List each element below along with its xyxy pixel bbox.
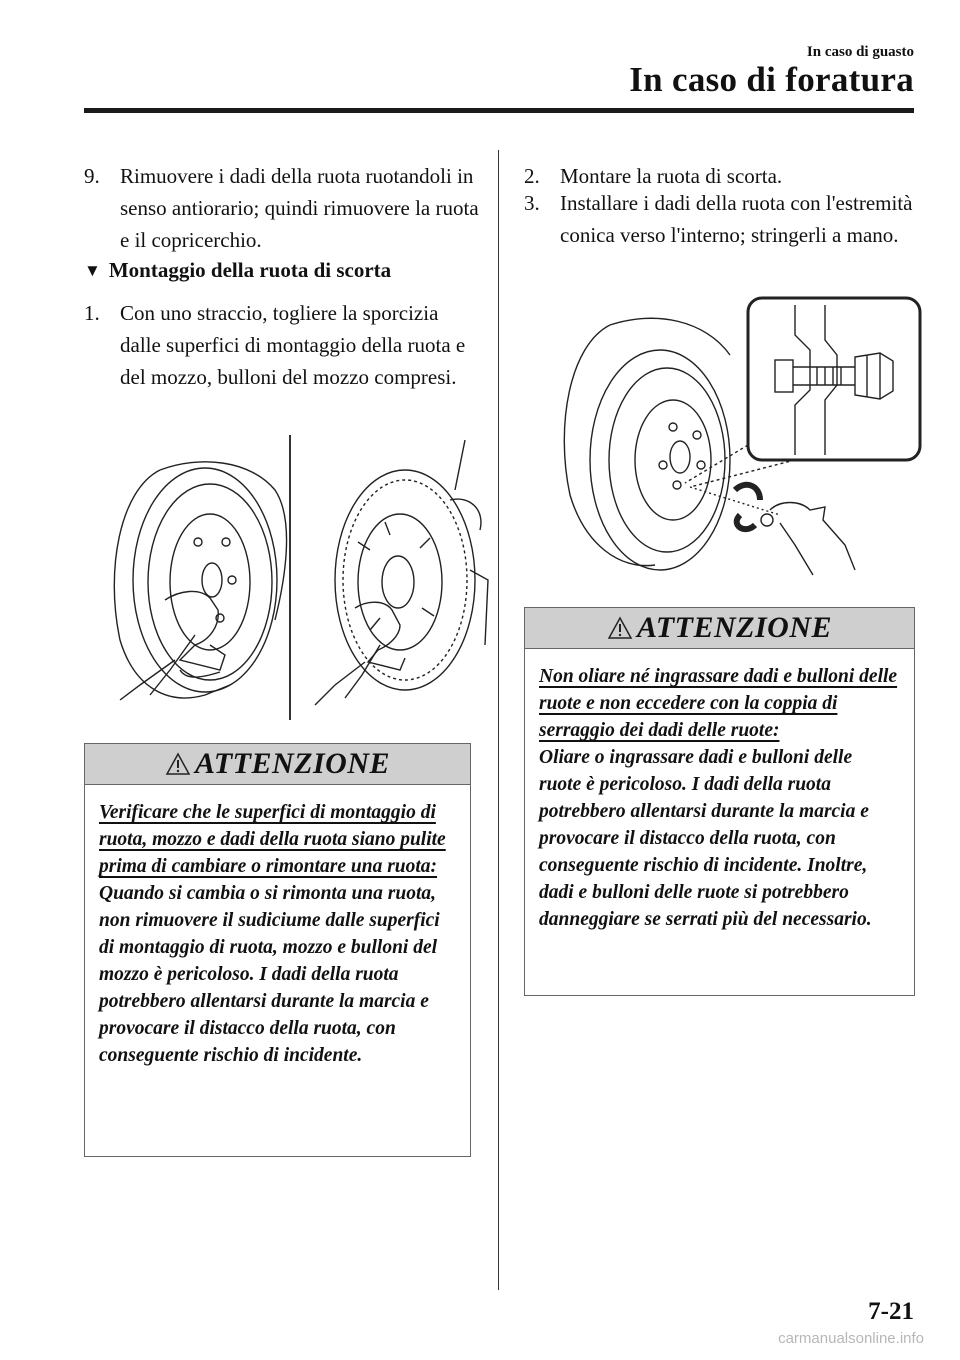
caution-box-left: ATTENZIONE Verificare che le superfici d… [84, 743, 471, 1157]
caution-body-right: Non oliare né ingrassare dadi e bulloni … [525, 649, 914, 945]
rotation-arrow-icon [689, 481, 781, 533]
step-1: 1. Con uno straccio, togliere la sporciz… [84, 297, 484, 393]
caution-title-right: ATTENZIONE [636, 611, 833, 644]
step-1-text: Con uno straccio, togliere la sporcizia … [120, 301, 466, 389]
header-rule [84, 108, 914, 113]
step-3: 3. Installare i dadi della ruota con l'e… [524, 187, 924, 251]
caution-warning-right: Non oliare né ingrassare dadi e bulloni … [539, 666, 898, 741]
page-number: 7-21 [868, 1298, 914, 1325]
hand-rag-right [314, 601, 406, 706]
step-3-number: 3. [524, 191, 540, 215]
chapter-subtitle: In caso di guasto [806, 44, 914, 60]
caution-warning-left: Verificare che le superfici di montaggio… [99, 802, 446, 877]
step-2-number: 2. [524, 164, 540, 188]
section-heading-text: Montaggio della ruota di scorta [108, 258, 392, 282]
warning-triangle-icon [607, 616, 633, 639]
step-3-text: Installare i dadi della ruota con l'estr… [560, 191, 913, 247]
column-divider [498, 150, 499, 1290]
step-9: 9. Rimuovere i dadi della ruota ruotando… [84, 160, 484, 256]
caution-text-right: Oliare o ingrassare dadi e bulloni delle… [539, 747, 872, 930]
wheel-drawing [113, 461, 288, 699]
hub-drawing [334, 439, 489, 691]
step-9-text: Rimuovere i dadi della ruota ruotandoli … [120, 164, 479, 252]
triangle-marker-icon: ▼ [84, 260, 101, 280]
step-9-number: 9. [84, 164, 100, 188]
caution-title-left: ATTENZIONE [194, 747, 391, 780]
hand-installing-nut [760, 501, 856, 576]
spare-wheel-drawing [563, 317, 731, 571]
caution-header-left: ATTENZIONE [85, 744, 470, 785]
step-1-number: 1. [84, 301, 100, 325]
caution-body-left: Verificare che le superfici di montaggio… [85, 785, 470, 1081]
step-2: 2. Montare la ruota di scorta. [524, 160, 924, 192]
caution-box-right: ATTENZIONE Non oliare né ingrassare dadi… [524, 607, 915, 996]
caution-header-right: ATTENZIONE [525, 608, 914, 649]
page-title: In caso di foratura [629, 60, 914, 99]
cleaning-illustration [113, 435, 489, 720]
caution-text-left: Quando si cambia o si rimonta una ruota,… [99, 883, 440, 1066]
install-nuts-illustration [563, 296, 922, 576]
watermark-text: carmanualsonline.info [778, 1330, 924, 1347]
zoom-callout [684, 296, 922, 488]
hand-rag-left [119, 590, 226, 701]
warning-triangle-icon [165, 752, 191, 775]
step-2-text: Montare la ruota di scorta. [560, 164, 783, 188]
section-heading: ▼ Montaggio della ruota di scorta [84, 258, 391, 283]
